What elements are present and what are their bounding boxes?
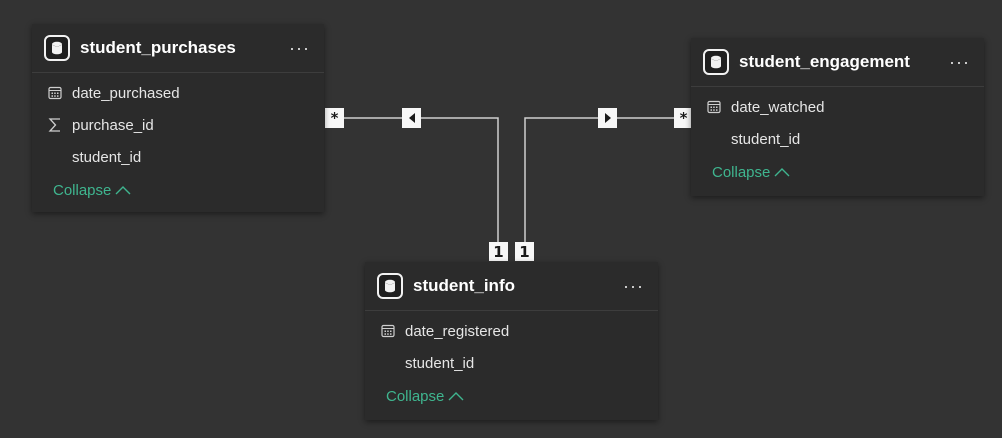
cardinality-one-info-right: 1: [515, 242, 534, 261]
database-icon: [703, 49, 729, 75]
triangle-right-icon: [604, 113, 611, 123]
field-label: student_id: [72, 148, 142, 166]
table-card-student-purchases[interactable]: student_purchases ··· date_purchased pur…: [32, 24, 324, 212]
field-row[interactable]: date_registered: [365, 315, 658, 347]
field-label: date_registered: [405, 322, 510, 340]
chevron-up-icon: [774, 168, 790, 177]
calendar-icon: [706, 99, 722, 115]
field-row[interactable]: date_watched: [691, 91, 984, 123]
table-header[interactable]: student_engagement ···: [691, 38, 984, 87]
sigma-icon: [47, 117, 63, 133]
table-card-student-info[interactable]: student_info ··· date_registered student…: [365, 262, 658, 420]
table-title: student_purchases: [80, 38, 236, 57]
cardinality-many-engagement: *: [674, 108, 693, 128]
cardinality-one-info-left: 1: [489, 242, 508, 261]
chevron-up-icon: [115, 186, 131, 195]
table-header[interactable]: student_purchases ···: [32, 24, 324, 73]
more-options-button[interactable]: ···: [623, 276, 644, 296]
database-icon: [44, 35, 70, 61]
collapse-button[interactable]: Collapse: [365, 379, 658, 413]
relationship-line-purchases-info: [344, 117, 499, 242]
field-label: date_purchased: [72, 84, 180, 102]
more-options-button[interactable]: ···: [289, 38, 310, 58]
table-card-student-engagement[interactable]: student_engagement ··· date_watched stud…: [691, 38, 984, 196]
direction-arrow-left: [402, 108, 421, 128]
triangle-left-icon: [408, 113, 415, 123]
collapse-button[interactable]: Collapse: [32, 173, 324, 207]
field-row[interactable]: student_id: [691, 123, 984, 155]
field-label: date_watched: [731, 98, 825, 116]
field-row[interactable]: student_id: [365, 347, 658, 379]
field-row[interactable]: purchase_id: [32, 109, 324, 141]
table-title: student_info: [413, 276, 515, 295]
field-label: student_id: [405, 354, 475, 372]
collapse-button[interactable]: Collapse: [691, 155, 984, 189]
database-icon: [377, 273, 403, 299]
more-options-button[interactable]: ···: [949, 52, 970, 72]
calendar-icon: [380, 323, 396, 339]
calendar-icon: [47, 85, 63, 101]
field-row[interactable]: student_id: [32, 141, 324, 173]
field-label: student_id: [731, 130, 801, 148]
direction-arrow-right: [598, 108, 617, 128]
chevron-up-icon: [448, 392, 464, 401]
table-header[interactable]: student_info ···: [365, 262, 658, 311]
field-row[interactable]: date_purchased: [32, 77, 324, 109]
relationship-line-engagement-info: [524, 117, 674, 242]
cardinality-many-purchases: *: [325, 108, 344, 128]
table-title: student_engagement: [739, 52, 910, 71]
field-label: purchase_id: [72, 116, 154, 134]
